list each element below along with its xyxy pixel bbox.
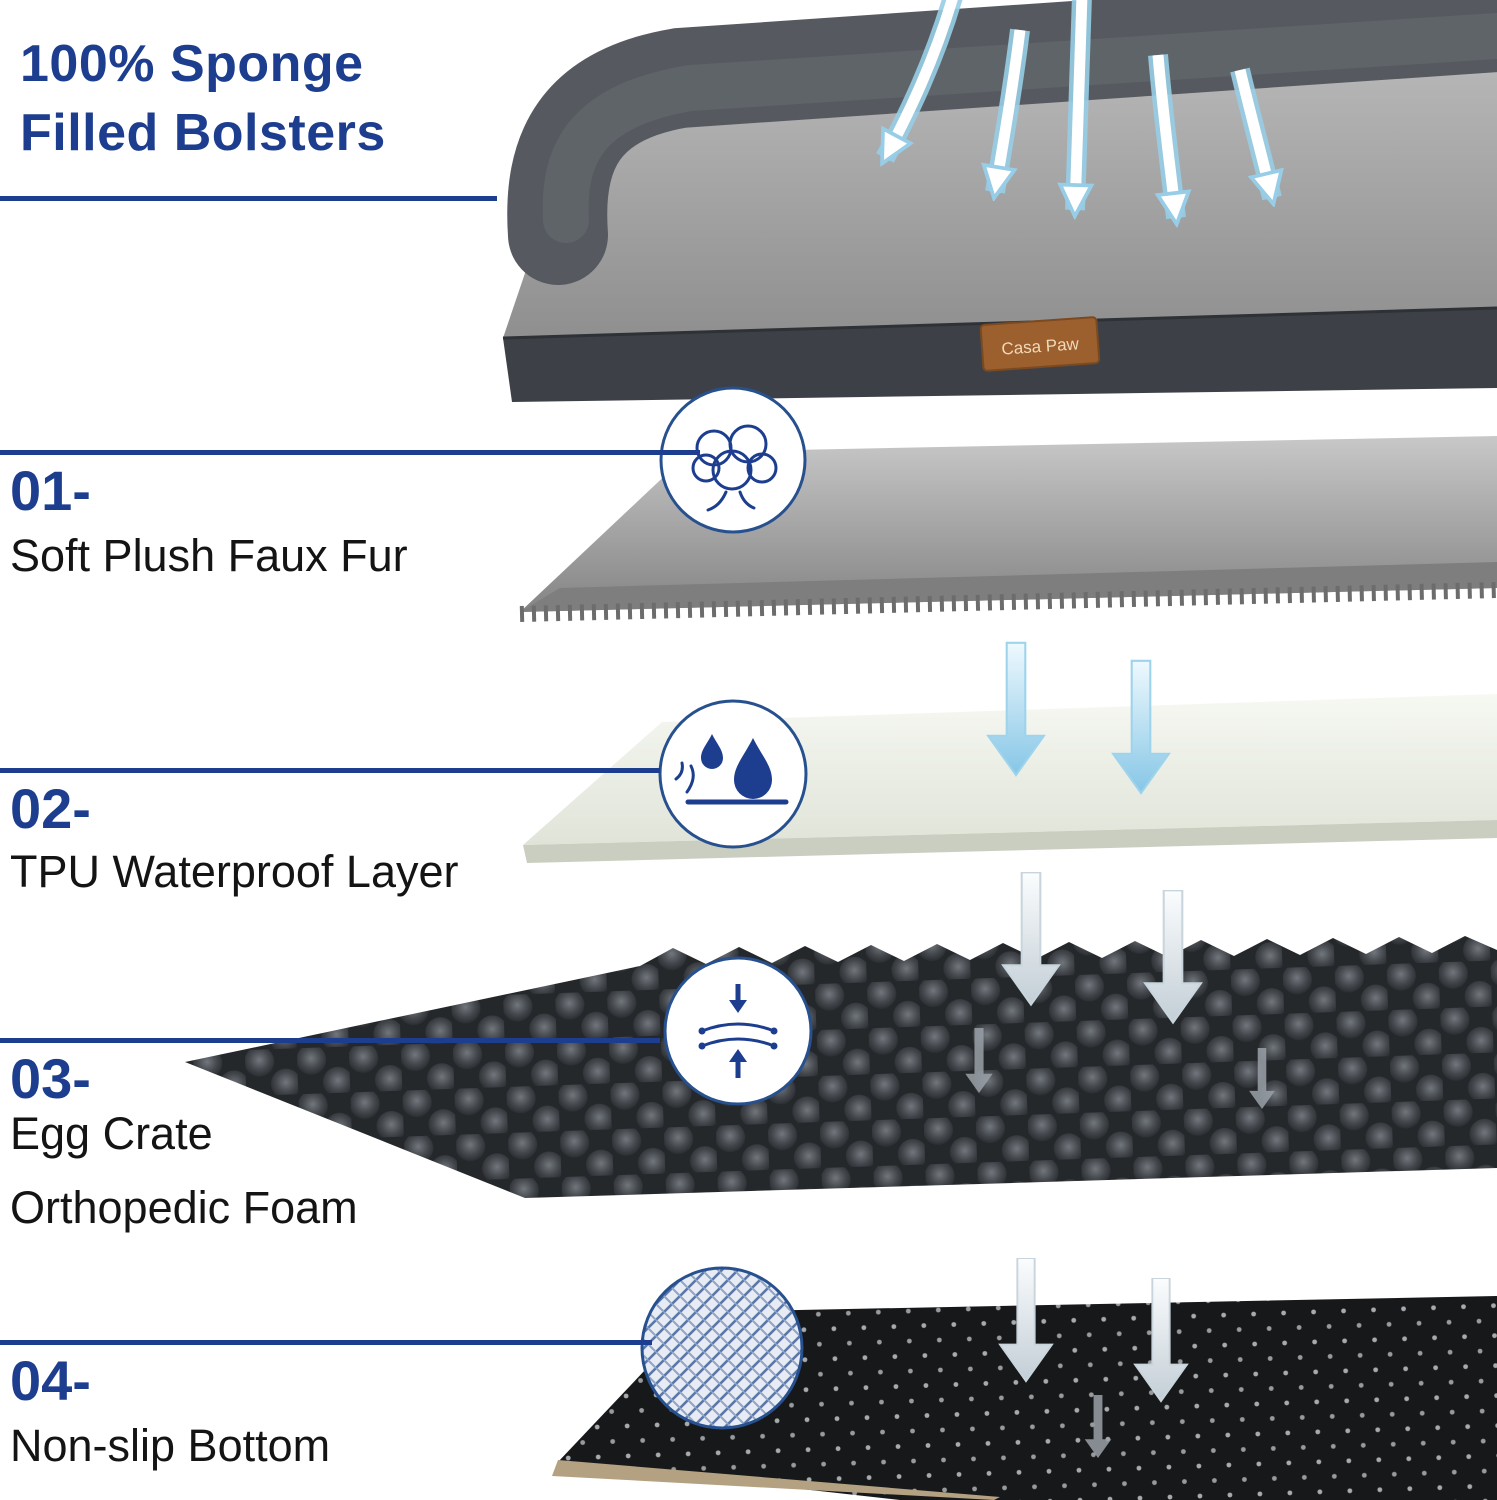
section-1-label: Soft Plush Faux Fur <box>10 530 408 581</box>
airflow-arrow <box>1148 54 1176 218</box>
section-3-label-line1: Egg Crate <box>10 1108 213 1159</box>
section-2-number: 02- <box>10 777 91 840</box>
layer-egg-crate-foam <box>185 936 1497 1198</box>
airflow-arrow <box>876 0 963 158</box>
airflow-arrows <box>876 0 1272 218</box>
brand-tag: Casa Paw <box>979 316 1101 372</box>
section-3-number: 03- <box>10 1047 91 1110</box>
water-drops-icon <box>658 699 808 849</box>
section-4-divider <box>0 1340 652 1345</box>
title-divider <box>0 196 497 201</box>
section-1-divider <box>0 450 700 455</box>
section-3-divider <box>0 1038 660 1043</box>
page-title: 100% Sponge Filled Bolsters <box>20 30 386 167</box>
section-4-label: Non-slip Bottom <box>10 1420 331 1471</box>
airflow-arrow <box>1230 67 1272 198</box>
airflow-arrow <box>995 28 1030 192</box>
compression-arrows-icon <box>663 956 813 1106</box>
airflow-arrow <box>1075 0 1082 210</box>
title-line-2: Filled Bolsters <box>20 103 386 162</box>
section-4-number: 04- <box>10 1349 91 1412</box>
section-2-divider <box>0 768 660 773</box>
diamond-grip-icon <box>640 1266 804 1430</box>
title-line-1: 100% Sponge <box>20 35 364 93</box>
section-2-label: TPU Waterproof Layer <box>10 846 459 897</box>
bed-bolster-highlight <box>542 13 1497 243</box>
section-3-label-line2: Orthopedic Foam <box>10 1182 358 1233</box>
bed-photo: Casa Paw <box>502 0 1497 402</box>
cotton-icon <box>659 386 807 534</box>
section-1-number: 01- <box>10 459 91 522</box>
